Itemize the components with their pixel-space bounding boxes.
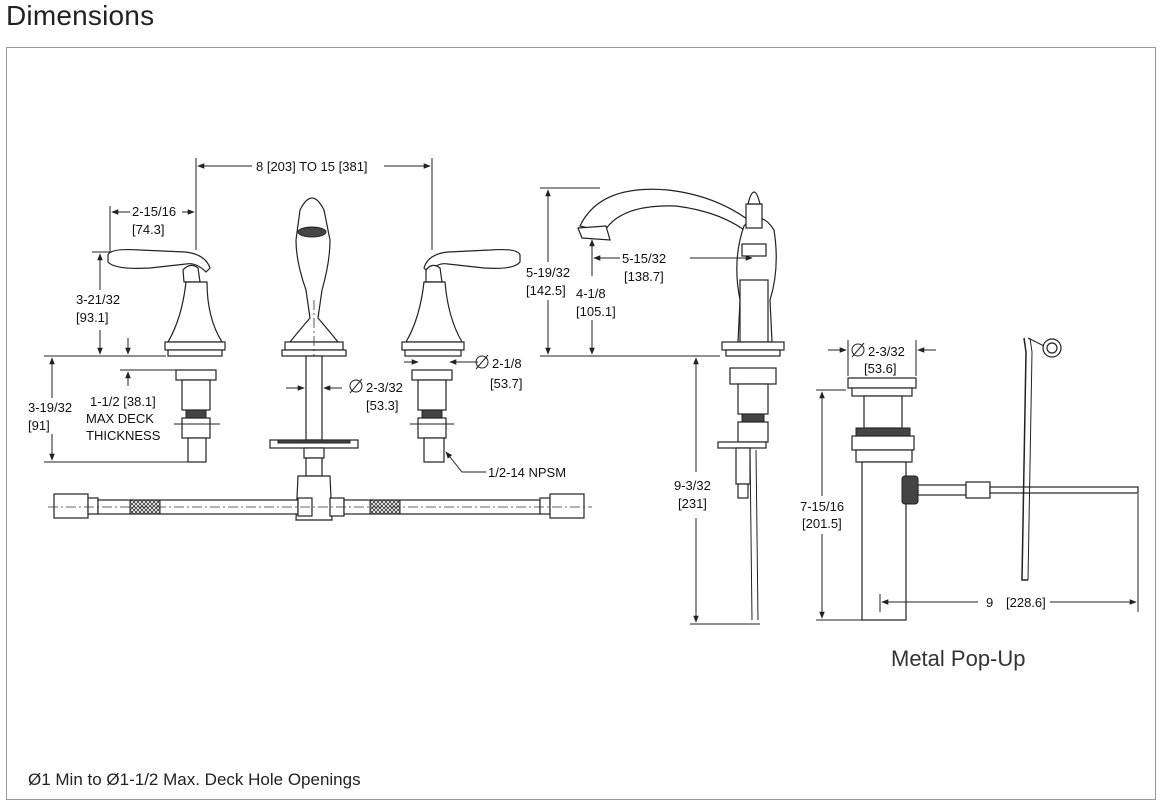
below-deck-dim: 9-3/32 <box>674 478 711 493</box>
metal-popup-drawing <box>847 337 1139 621</box>
shank-length-mm: [91] <box>28 418 50 433</box>
rod-length-mm: [228.6] <box>1006 595 1046 610</box>
shank-length-dim: 3-19/32 <box>28 400 72 415</box>
deck-thickness-dim: 1-1/2 [38.1] <box>90 394 156 409</box>
deck-thickness-label-3: THICKNESS <box>86 428 161 443</box>
drain-length-mm: [201.5] <box>802 516 842 531</box>
drain-flange-dia-mm: [53.6] <box>864 361 897 376</box>
below-deck-mm: [231] <box>678 496 707 511</box>
handle-base-dia-symbol <box>475 354 489 370</box>
page-title: Dimensions <box>6 0 155 31</box>
deck-hole-footnote: Ø1 Min to Ø1-1/2 Max. Deck Hole Openings <box>28 770 361 789</box>
spout-body-drawing <box>269 197 359 521</box>
spout-shank-dia-dim: 2-3/32 <box>366 380 403 395</box>
deck-thickness-label-2: MAX DECK <box>86 411 154 426</box>
thread-dim: 1/2-14 NPSM <box>488 465 566 480</box>
side-profile-drawing <box>577 188 785 621</box>
right-handle-drawing <box>401 248 521 463</box>
spout-height-dim: 5-19/32 <box>526 265 570 280</box>
supply-hose-drawing <box>48 493 592 519</box>
popup-caption: Metal Pop-Up <box>891 646 1026 671</box>
outlet-height-dim: 4-1/8 <box>576 286 606 301</box>
diagram-frame <box>6 47 1156 800</box>
spout-height-mm: [142.5] <box>526 283 566 298</box>
spout-reach-mm: [138.7] <box>624 269 664 284</box>
rod-length-dim: 9 <box>986 595 993 610</box>
spread-dim: 8 [203] TO 15 [381] <box>256 159 368 174</box>
spout-shank-dia-symbol <box>349 378 363 394</box>
handle-reach-mm: [74.3] <box>132 222 165 237</box>
dimension-lines <box>44 158 1139 625</box>
drain-flange-dia-symbol <box>851 342 865 358</box>
handle-height-dim: 3-21/32 <box>76 292 120 307</box>
handle-height-mm: [93.1] <box>76 310 109 325</box>
handle-reach-dim: 2-15/16 <box>132 204 176 219</box>
spout-reach-dim: 5-15/32 <box>622 251 666 266</box>
spout-shank-dia-mm: [53.3] <box>366 398 399 413</box>
handle-base-dia-dim: 2-1/8 <box>492 356 522 371</box>
left-handle-drawing <box>107 248 226 463</box>
handle-base-dia-mm: [53.7] <box>490 376 523 391</box>
drain-length-dim: 7-15/16 <box>800 499 844 514</box>
drain-flange-dia-dim: 2-3/32 <box>868 344 905 359</box>
outlet-height-mm: [105.1] <box>576 304 616 319</box>
